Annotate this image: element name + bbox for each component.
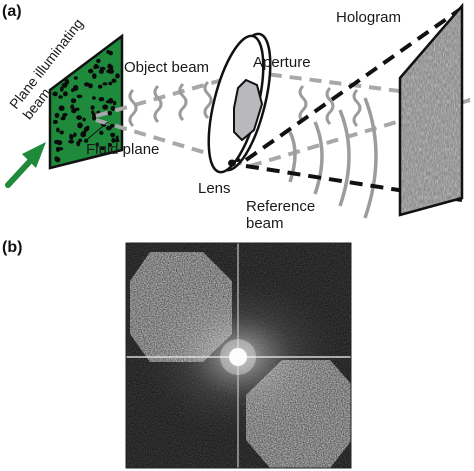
spectrum-octagon-upper	[130, 252, 232, 362]
fluid-particle	[52, 91, 58, 97]
fluid-particle	[110, 105, 116, 111]
fluid-particle	[115, 135, 119, 141]
fluid-particle	[95, 142, 99, 147]
fluid-particle	[56, 127, 60, 133]
fluid-particle	[108, 68, 112, 72]
fluid-particle	[82, 117, 86, 122]
fluid-particle	[60, 116, 66, 121]
fluid-particle	[59, 86, 64, 92]
fluid-particle	[70, 134, 74, 140]
reference-pinhole	[228, 159, 236, 167]
lens-label: Lens	[198, 180, 231, 197]
fluid-particle	[92, 73, 97, 79]
fluid-particle	[115, 73, 120, 79]
spectrum-dc-peak	[229, 348, 247, 366]
fluid-particle	[90, 105, 95, 110]
fluid-particle	[73, 132, 77, 138]
fluid-particle	[92, 115, 97, 121]
fluid-particle	[77, 122, 83, 129]
fluid-particle	[107, 63, 112, 69]
fluid-particle	[78, 138, 83, 143]
fluid-particle	[76, 115, 82, 120]
fluid-particle	[92, 96, 96, 100]
fluid-particle	[106, 126, 112, 131]
fluid-particle	[99, 66, 106, 71]
fluid-particle	[70, 104, 75, 110]
fluid-particle	[108, 50, 113, 56]
illuminating-arrow	[5, 142, 46, 188]
fluid-plane-leader	[83, 121, 109, 143]
fluid-particle	[52, 119, 58, 125]
hologram-plane	[398, 2, 464, 217]
fluid-particle	[58, 95, 63, 99]
panel-label-b: (b)	[2, 239, 23, 256]
fluid-particle	[98, 97, 105, 102]
fluid-particle	[75, 107, 80, 112]
hologram-label: Hologram	[336, 9, 402, 26]
reference-beam-label-line2: beam	[246, 215, 284, 232]
fluid-particle	[112, 100, 117, 106]
fluid-particle	[54, 112, 60, 118]
fluid-particle	[59, 130, 64, 135]
fluid-particle	[97, 84, 103, 89]
fluid-particle	[107, 110, 113, 116]
reference-beam-wavefronts	[288, 97, 378, 219]
fluid-particle	[73, 76, 78, 80]
fluid-particle	[63, 91, 68, 97]
fluid-particle	[54, 139, 60, 145]
fluid-particle	[96, 58, 101, 64]
fluid-particle	[55, 146, 61, 152]
fluid-particle	[76, 94, 83, 99]
fluid-particle	[99, 130, 104, 135]
fluid-particle	[94, 63, 98, 69]
fluid-particle	[62, 113, 68, 117]
aperture-label: Aperture	[253, 54, 311, 71]
fluid-particle	[70, 98, 77, 104]
fluid-particle	[88, 83, 93, 89]
object-beam-label: Object beam	[124, 59, 210, 76]
fluid-particle	[64, 79, 70, 85]
aperture-octagon	[233, 78, 264, 142]
fluid-particle	[102, 82, 108, 86]
fluid-particle	[110, 132, 116, 137]
fluid-particle	[105, 100, 111, 104]
fluid-particle	[111, 78, 117, 83]
fluid-particle	[86, 125, 90, 130]
holography-setup-diagram	[5, 2, 471, 219]
fluid-particle	[110, 123, 115, 128]
fluid-particle	[100, 146, 105, 151]
reference-beam-label-line1: Reference	[246, 198, 316, 215]
fluid-plane-label: Fluid plane	[86, 141, 160, 158]
fluid-particle	[88, 68, 94, 74]
panel-label-a: (a)	[2, 3, 22, 20]
fluid-particle	[71, 88, 75, 93]
fluid-particles	[52, 49, 120, 163]
fluid-particle	[108, 81, 113, 86]
fluid-particle	[102, 104, 109, 110]
reference-cone	[244, 6, 464, 202]
object-beam-wavefronts-right	[298, 84, 362, 128]
spectrum-octagon-lower	[246, 360, 351, 468]
reference-beam-label: Reference beam	[246, 198, 315, 232]
fluid-particle	[58, 105, 65, 111]
fluid-particle	[108, 143, 112, 147]
object-beam-wavefronts	[128, 80, 213, 128]
lens	[207, 32, 272, 174]
fluid-particle	[70, 139, 74, 144]
fluid-particle	[54, 156, 59, 162]
fluid-particle	[80, 131, 87, 138]
